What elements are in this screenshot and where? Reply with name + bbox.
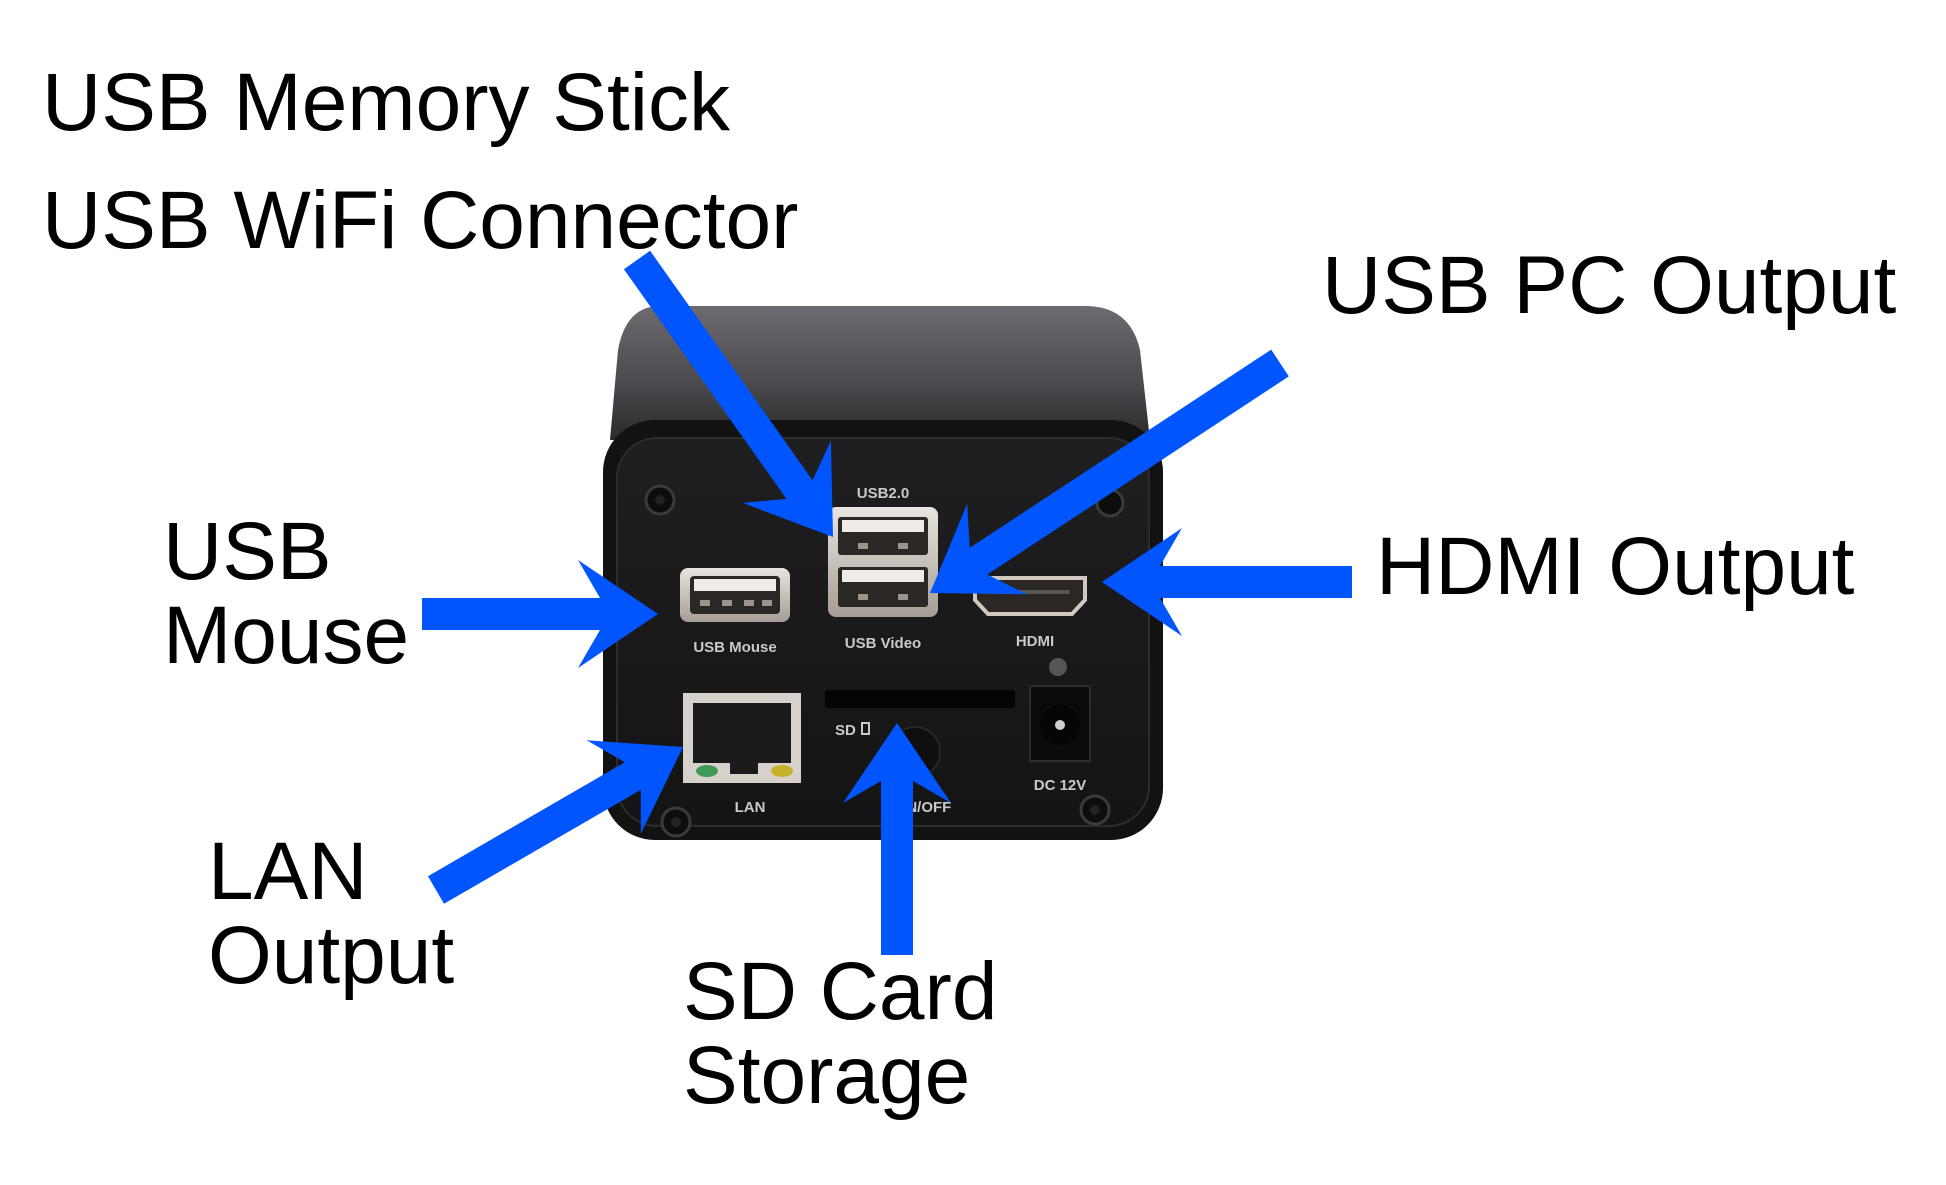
usb-mouse-port-label: USB Mouse — [693, 639, 776, 656]
arrow-usb-mouse — [422, 560, 658, 668]
callout-sd-card-line-2: Storage — [683, 1030, 971, 1121]
lan-port-label: LAN — [735, 799, 766, 816]
arrow-usb-pc — [930, 349, 1289, 595]
callout-usb-mouse-line-2: Mouse — [163, 590, 410, 681]
callout-hdmi-output-line-1: HDMI Output — [1376, 521, 1855, 612]
callout-usb-mouse: USB Mouse — [163, 510, 409, 678]
callout-usb-pc-output: USB PC Output — [1322, 244, 1896, 328]
lan-port — [683, 693, 801, 783]
sd-card-slot — [825, 690, 1015, 708]
callout-usb-memory-line-1: USB Memory Stick — [42, 57, 730, 148]
arrow-lan — [428, 740, 683, 904]
usb-mouse-port — [680, 568, 790, 622]
callout-usb-memory: USB Memory Stick USB WiFi Connector — [42, 44, 798, 280]
hdmi-port-label: HDMI — [1016, 633, 1054, 650]
screw-bottom-right — [1079, 794, 1111, 826]
sd-slot-icon — [861, 722, 870, 735]
usb-video-port — [828, 507, 938, 617]
arrows-layer — [422, 250, 1352, 955]
arrow-usb-memory — [623, 250, 833, 538]
callout-usb-memory-line-2: USB WiFi Connector — [42, 175, 799, 266]
screw-top-left — [644, 484, 676, 516]
dc-jack-label: DC 12V — [1034, 777, 1087, 794]
callout-usb-pc-output-line-1: USB PC Output — [1322, 240, 1897, 331]
arrow-sd-card — [843, 723, 951, 955]
screw-bottom-left — [660, 806, 692, 838]
sd-slot-label: SD — [835, 722, 856, 739]
dc-power-jack — [1029, 685, 1091, 762]
callout-usb-mouse-line-1: USB — [163, 506, 332, 597]
arrow-hdmi — [1102, 528, 1352, 636]
callout-lan-output-line-1: LAN — [208, 826, 368, 917]
callout-lan-output-line-2: Output — [208, 910, 455, 1001]
usb20-label: USB2.0 — [857, 485, 910, 502]
usb-video-port-label: USB Video — [845, 635, 921, 652]
status-led — [1049, 658, 1067, 676]
callout-sd-card-line-1: SD Card — [683, 946, 998, 1037]
callout-lan-output: LAN Output — [208, 830, 454, 998]
callout-sd-card: SD Card Storage — [683, 950, 997, 1118]
callout-hdmi-output: HDMI Output — [1376, 525, 1854, 609]
